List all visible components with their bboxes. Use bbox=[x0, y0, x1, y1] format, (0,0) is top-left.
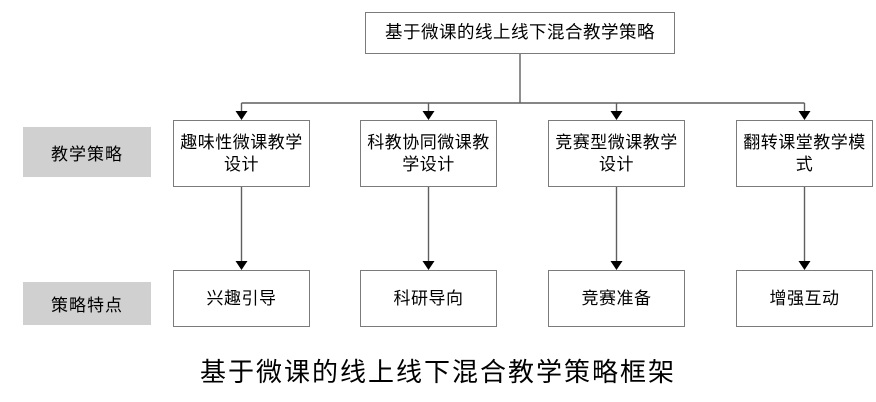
strategy-node-1-label: 科教协同微课教学设计 bbox=[367, 133, 490, 174]
row-label-teaching-strategy: 教学策略 bbox=[23, 127, 151, 177]
feature-node-2: 竞赛准备 bbox=[548, 270, 685, 327]
feature-node-2-label: 竞赛准备 bbox=[581, 288, 652, 308]
feature-node-0: 兴趣引导 bbox=[173, 270, 310, 327]
feature-node-1-label: 科研导向 bbox=[393, 288, 464, 308]
figure-caption: 基于微课的线上线下混合教学策略框架 bbox=[199, 358, 676, 387]
strategy-node-3-label: 翻转课堂教学模式 bbox=[743, 133, 866, 174]
arrowhead-down-icon-6 bbox=[610, 261, 623, 270]
arrowhead-down-icon-0 bbox=[235, 111, 248, 120]
feature-node-0-label: 兴趣引导 bbox=[206, 288, 277, 308]
arrowhead-down-icon-3 bbox=[798, 111, 811, 120]
arrowhead-down-icon-5 bbox=[422, 261, 435, 270]
arrowhead-down-icon-4 bbox=[235, 261, 248, 270]
feature-node-1: 科研导向 bbox=[360, 270, 497, 327]
strategy-node-1: 科教协同微课教学设计 bbox=[360, 120, 497, 187]
strategy-node-0: 趣味性微课教学设计 bbox=[173, 120, 310, 187]
strategy-node-0-label: 趣味性微课教学设计 bbox=[180, 133, 303, 174]
root-node: 基于微课的线上线下混合教学策略 bbox=[365, 12, 675, 54]
row-label-teaching-strategy-text: 教学策略 bbox=[51, 144, 123, 164]
arrowhead-down-icon-7 bbox=[798, 261, 811, 270]
feature-node-3: 增强互动 bbox=[736, 270, 873, 327]
feature-node-3-label: 增强互动 bbox=[769, 288, 840, 308]
row-label-strategy-features-text: 策略特点 bbox=[51, 296, 123, 315]
strategy-node-2-label: 竞赛型微课教学设计 bbox=[555, 133, 678, 174]
strategy-node-2: 竞赛型微课教学设计 bbox=[548, 120, 685, 187]
root-node-label: 基于微课的线上线下混合教学策略 bbox=[385, 22, 655, 43]
row-label-strategy-features: 策略特点 bbox=[23, 282, 151, 325]
arrowhead-down-icon-1 bbox=[422, 111, 435, 120]
arrowhead-down-icon-2 bbox=[610, 111, 623, 120]
strategy-node-3: 翻转课堂教学模式 bbox=[736, 120, 873, 187]
